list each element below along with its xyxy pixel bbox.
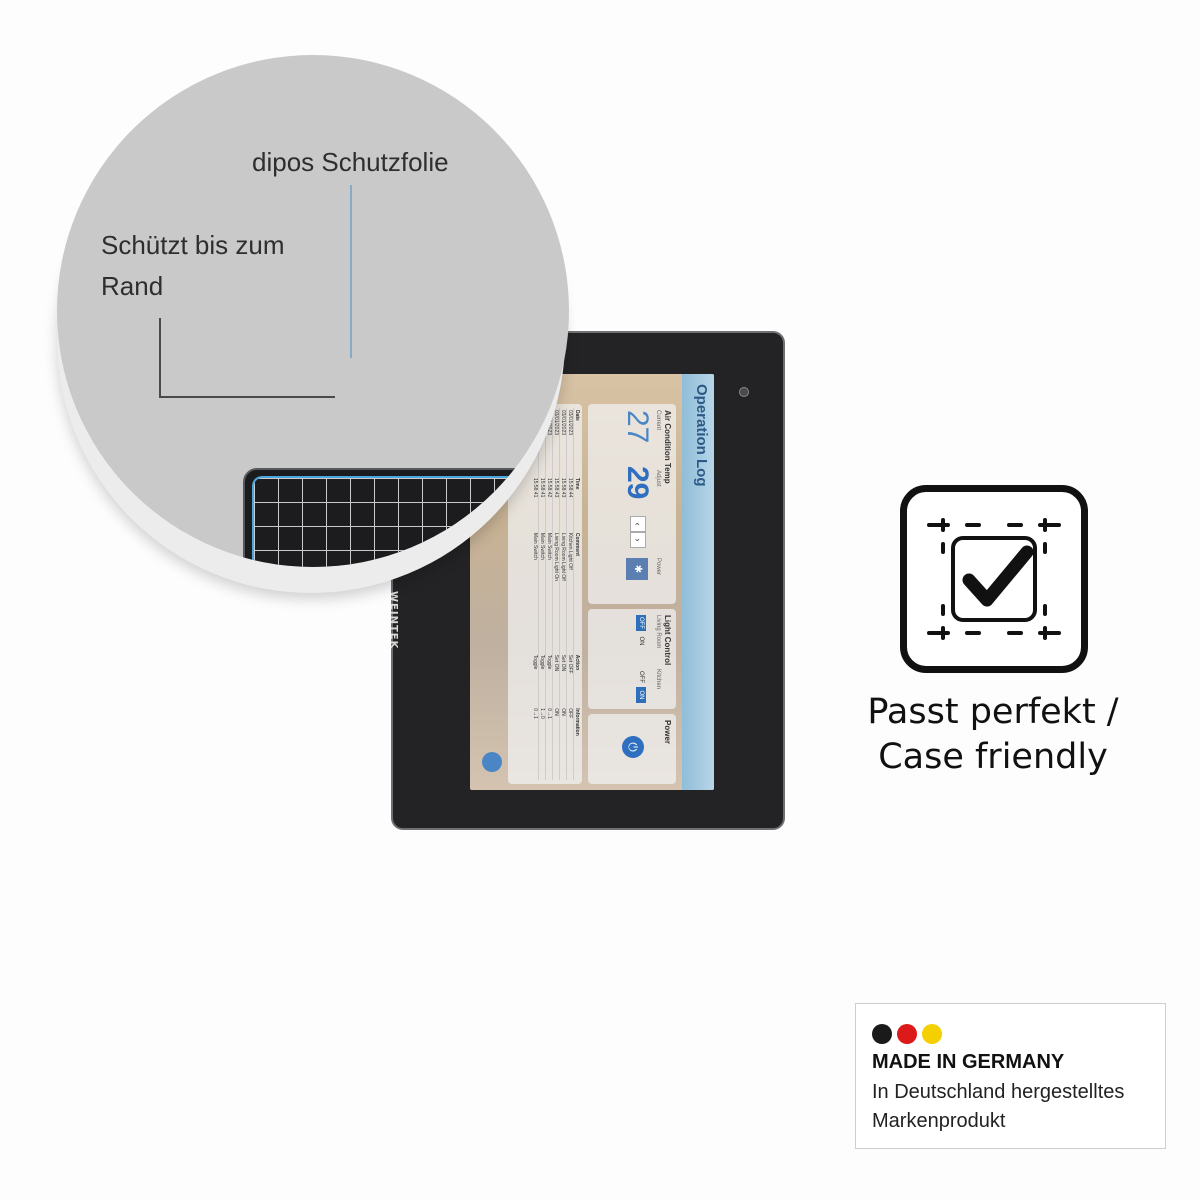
log-cell: OFF [566,706,574,780]
log-cell: 03/01/2023 [552,408,560,476]
feature-caption: Passt perfekt / Case friendly [840,690,1146,780]
log-cell: ON [559,706,567,780]
log-header: Date [574,410,580,421]
flag-dot-black [872,1024,892,1044]
app-logo-icon [482,752,502,772]
ac-power-icon[interactable]: ✱ [626,558,648,580]
temp-up-button[interactable]: › [630,532,646,548]
fit-check-icon [900,485,1088,673]
log-cell: Toggle [532,652,539,707]
log-cell: Toggle [545,652,553,707]
made-in-germany-badge: MADE IN GERMANY In Deutschland hergestel… [855,1003,1166,1149]
kitchen-off-toggle[interactable]: OFF [638,671,644,683]
screen-title: Operation Log [693,384,710,487]
zoomed-protector-film [252,476,569,567]
flag-dot-red [897,1024,917,1044]
screen-header-bar [682,374,714,790]
light-control-title: Light Control [663,615,672,666]
log-cell: 1→0 [538,706,546,780]
power-button-icon[interactable]: ⏻ [622,736,644,758]
log-cell: Toggle [538,652,546,707]
log-cell: Set OFF [566,652,574,707]
room-label-kitchen: Kitchen [655,669,661,690]
power-title: Power [663,720,672,745]
power-card: Power ⏻ [588,714,676,784]
adjust-temp: 29 [621,466,654,500]
living-off-toggle[interactable]: OFF [636,615,646,631]
power-label: Power [655,558,661,576]
flag-dot-gold [922,1024,942,1044]
log-cell: ON [552,706,560,780]
log-cell: 0→1 [545,706,553,780]
light-control-card: Light Control Living Room Kitchen OFF ON… [588,609,676,709]
fit-check-icon-svg [927,518,1061,640]
log-cell: 03/01/2023 [566,408,574,476]
operation-log-table: Date Time Comment Action Information 03/… [532,408,580,780]
log-cell: 0→1 [532,706,539,780]
feature-caption-line2: Case friendly [878,737,1108,777]
log-header: Action [574,654,580,671]
made-in-germany-subtitle: In Deutschland hergestelltes Markenprodu… [872,1081,1125,1132]
magnifier-circle: dipos Schutzfolie Schützt bis zum Rand [57,55,569,567]
log-cell: 03/01/2023 [559,408,567,476]
current-temp: 27 [621,410,654,444]
edge-label: Schützt bis zum Rand [101,230,285,301]
air-condition-title: Air Condition Temp [663,410,672,484]
kitchen-on-toggle[interactable]: ON [636,687,646,703]
log-cell: Set ON [559,652,567,707]
film-pointer-line [350,185,352,358]
camera-icon [739,387,749,397]
device-brand: WEINTEK [388,591,399,650]
room-label-living: Living Room [655,615,661,649]
air-condition-card: Air Condition Temp Current Adjust 27 29 … [588,404,676,604]
log-cell: Set ON [552,652,560,707]
temp-down-button[interactable]: ‹ [630,516,646,532]
log-header: Information [574,708,580,736]
film-label: dipos Schutzfolie [252,147,449,177]
feature-caption-line1: Passt perfekt / [867,692,1119,732]
adjust-label: Adjust [655,470,661,487]
living-on-toggle[interactable]: ON [638,636,644,646]
log-header-row: Date Time Comment Action Information [574,408,580,780]
log-header: Time [574,477,580,490]
current-label: Current [655,410,661,431]
log-header: Comment [574,532,580,556]
zoomed-app-icon [372,560,386,567]
made-in-germany-title: MADE IN GERMANY [872,1051,1065,1073]
edge-corner-marker [159,396,335,398]
edge-corner-marker [159,318,161,398]
